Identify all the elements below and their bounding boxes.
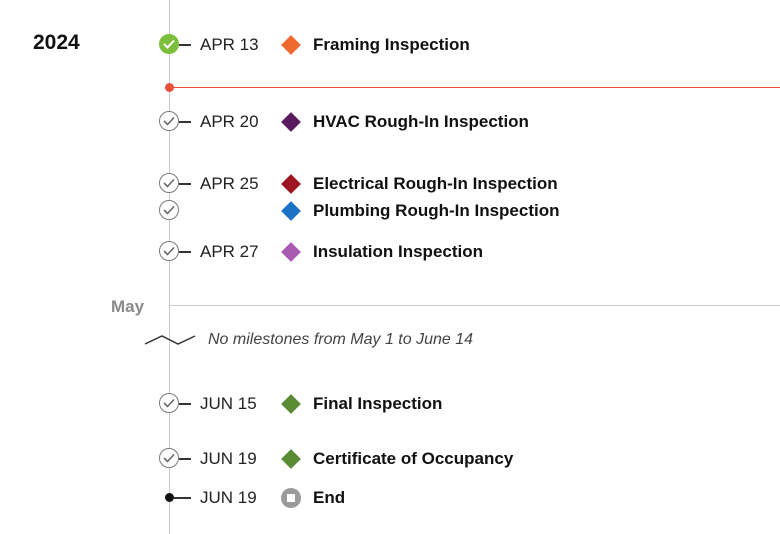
end-title[interactable]: End: [313, 488, 346, 507]
milestone-connector: [179, 458, 191, 460]
milestone-date: JUN 15: [200, 394, 257, 413]
check-icon[interactable]: [159, 393, 179, 413]
stop-icon: [281, 488, 301, 508]
milestone-diamond-icon: [281, 112, 301, 132]
milestone-title[interactable]: Certificate of Occupancy: [313, 449, 514, 468]
milestone-diamond-icon: [281, 394, 301, 414]
check-icon[interactable]: [159, 241, 179, 261]
milestone-connector: [179, 403, 191, 405]
milestone-connector: [174, 497, 191, 499]
milestone-connector: [179, 251, 191, 253]
gap-note: No milestones from May 1 to June 14: [208, 331, 474, 348]
milestone-title[interactable]: Plumbing Rough-In Inspection: [313, 201, 560, 220]
milestone-title[interactable]: Insulation Inspection: [313, 242, 484, 261]
milestone-diamond-icon: [281, 35, 301, 55]
milestone-diamond-icon: [281, 449, 301, 469]
timeline-axis: [169, 0, 170, 534]
month-label: May: [111, 297, 145, 316]
milestone-diamond-icon: [281, 201, 301, 221]
today-marker-dot: [165, 83, 174, 92]
year-label: 2024: [33, 31, 80, 54]
milestone-diamond-icon: [281, 242, 301, 262]
check-icon[interactable]: [159, 111, 179, 131]
milestone-date: JUN 19: [200, 449, 257, 468]
milestone-date: APR 27: [200, 242, 259, 261]
milestone-title[interactable]: HVAC Rough-In Inspection: [313, 112, 529, 131]
today-marker-line: [170, 87, 780, 88]
month-divider: [170, 305, 780, 306]
check-icon[interactable]: [159, 200, 179, 220]
milestone-connector: [179, 183, 191, 185]
milestone-date: APR 25: [200, 174, 259, 193]
completed-check-icon[interactable]: [159, 34, 179, 54]
end-date: JUN 19: [200, 488, 257, 507]
check-icon[interactable]: [159, 448, 179, 468]
milestone-title[interactable]: Framing Inspection: [313, 35, 470, 54]
milestone-title[interactable]: Electrical Rough-In Inspection: [313, 174, 558, 193]
milestone-date: APR 13: [200, 35, 259, 54]
end-marker-dot: [165, 493, 174, 502]
milestone-diamond-icon: [281, 174, 301, 194]
timeline-break-icon: [144, 335, 196, 345]
milestone-title[interactable]: Final Inspection: [313, 394, 443, 413]
milestone-date: APR 20: [200, 112, 259, 131]
milestone-connector: [179, 44, 191, 46]
check-icon[interactable]: [159, 173, 179, 193]
milestone-connector: [179, 121, 191, 123]
